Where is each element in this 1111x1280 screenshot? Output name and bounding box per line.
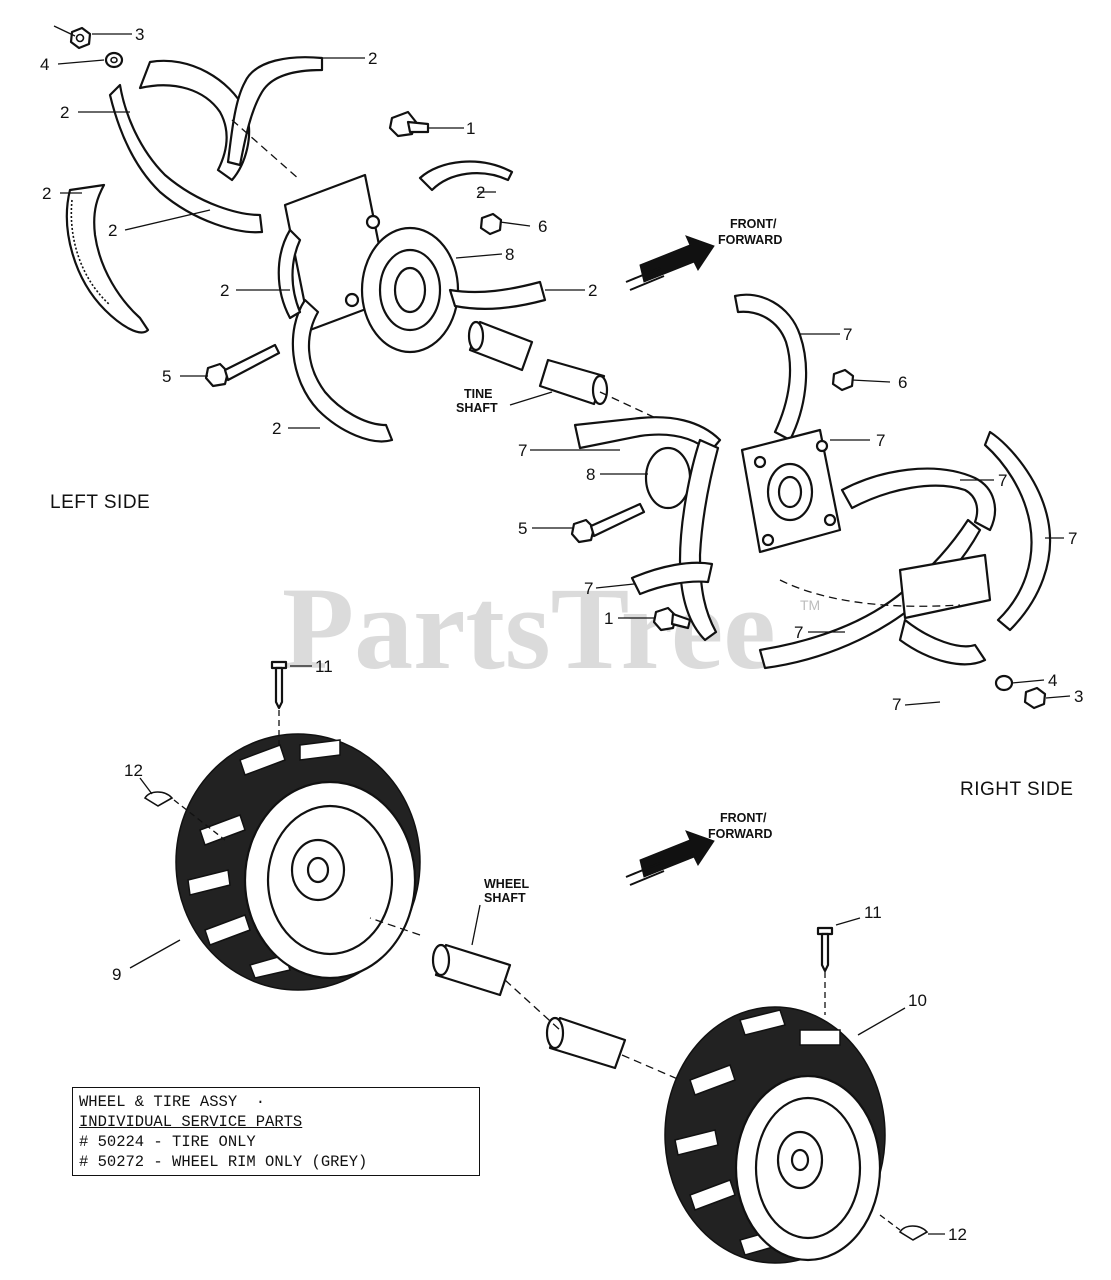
hairpin-clip-left (143, 791, 174, 807)
callout-9: 9 (112, 965, 121, 984)
callout-7-e: 7 (1068, 529, 1077, 548)
callout-7-h: 7 (892, 695, 901, 714)
r-tine-lower-right (758, 518, 982, 670)
tine-outer-3 (65, 183, 150, 334)
clevis-pin-left (270, 660, 288, 710)
bolt-top-left (388, 110, 430, 138)
r-tine-hub-arms (678, 438, 720, 642)
note-line-3: # 50224 - TIRE ONLY (79, 1133, 256, 1151)
callout-7-f: 7 (584, 579, 593, 598)
callout-2-d: 2 (108, 221, 117, 240)
r-tine-far-right-2 (983, 430, 1052, 632)
callout-7-g: 7 (794, 623, 803, 642)
left-wheel-assembly (129, 660, 421, 991)
tine-shaft (467, 320, 609, 406)
callout-7-c: 7 (518, 441, 527, 460)
callout-2-f: 2 (476, 183, 485, 202)
front-forward-arrow-top (625, 235, 715, 291)
callout-7-b: 7 (876, 431, 885, 450)
front-forward-bottom-line1: FRONT/ (720, 811, 767, 825)
callout-1-left: 1 (466, 119, 475, 138)
lock-washer-right (994, 674, 1014, 692)
note-line-1: WHEEL & TIRE ASSY · (79, 1093, 266, 1111)
callout-11-right: 11 (864, 903, 882, 922)
tine-hub-2 (448, 280, 547, 310)
tine-outer-2 (108, 83, 264, 234)
left-tine-assembly (53, 25, 661, 443)
left-side-label: LEFT SIDE (50, 492, 150, 513)
callout-7-a: 7 (843, 325, 852, 344)
tine-outer-4 (226, 56, 324, 167)
right-tine-assembly (530, 293, 1071, 710)
clevis-pin-right (816, 926, 834, 973)
tine-hub-4 (277, 228, 302, 320)
hex-nut-hub-left (479, 212, 503, 236)
front-forward-arrow-bottom (625, 830, 715, 886)
front-forward-bottom-line2: FORWARD (708, 827, 772, 841)
callout-2-c: 2 (42, 184, 51, 203)
r-tine-bracket (898, 553, 992, 620)
callout-2-h: 2 (272, 419, 281, 438)
wheel-shaft-label-line2: SHAFT (484, 891, 526, 905)
callout-6-left: 6 (538, 217, 547, 236)
service-parts-note: WHEEL & TIRE ASSY · INDIVIDUAL SERVICE P… (72, 1087, 480, 1176)
right-side-label: RIGHT SIDE (960, 779, 1073, 800)
hairpin-clip-right (898, 1225, 929, 1241)
note-line-2: INDIVIDUAL SERVICE PARTS (79, 1113, 303, 1131)
front-forward-top-line1: FRONT/ (730, 217, 777, 231)
callout-3-left: 3 (135, 25, 144, 44)
r-tine-top (733, 293, 808, 442)
hex-nut-top-left (69, 26, 92, 50)
watermark-tm: TM (800, 597, 820, 613)
tine-hub-1 (418, 160, 514, 192)
callout-2-b: 2 (60, 103, 69, 122)
callout-8-right: 8 (586, 465, 595, 484)
callout-5-left: 5 (162, 367, 171, 386)
bolt-lower-right (652, 606, 692, 632)
tine-outer-1 (138, 59, 251, 182)
callout-6-right: 6 (898, 373, 907, 392)
callout-5-right: 5 (518, 519, 527, 538)
callout-12-right: 12 (948, 1225, 967, 1244)
wheel-shaft (431, 943, 627, 1070)
callout-3-right: 3 (1074, 687, 1083, 706)
long-bolt-right (570, 502, 646, 544)
front-forward-top-line2: FORWARD (718, 233, 782, 247)
right-tine-hub (644, 428, 842, 554)
note-line-4: # 50272 - WHEEL RIM ONLY (GREY) (79, 1153, 368, 1171)
callout-7-d: 7 (998, 471, 1007, 490)
callout-2-a: 2 (368, 49, 377, 68)
right-wheel-assembly (664, 917, 945, 1264)
callout-2-e: 2 (220, 281, 229, 300)
callout-4-right: 4 (1048, 671, 1057, 690)
wheel-shaft-label-line1: WHEEL (484, 877, 530, 891)
callout-12-left: 12 (124, 761, 143, 780)
r-tine-bottom (898, 618, 987, 666)
tine-hub-3 (291, 298, 394, 443)
hex-nut-hub-right (831, 368, 855, 392)
callout-8-left: 8 (505, 245, 514, 264)
r-tine-far-right (840, 467, 997, 532)
tine-shaft-label-line2: SHAFT (456, 401, 498, 415)
callout-2-g: 2 (588, 281, 597, 300)
callout-10: 10 (908, 991, 927, 1010)
tine-shaft-label-line1: TINE (464, 387, 492, 401)
long-bolt-left (204, 343, 281, 388)
left-tine-hub (283, 173, 460, 354)
lock-washer-top-left (104, 51, 124, 69)
callout-11-left: 11 (315, 657, 333, 676)
hex-nut-right (1023, 686, 1047, 710)
callout-4-left: 4 (40, 55, 49, 74)
callout-1-right: 1 (604, 609, 613, 628)
r-tine-lower-left (630, 561, 714, 596)
